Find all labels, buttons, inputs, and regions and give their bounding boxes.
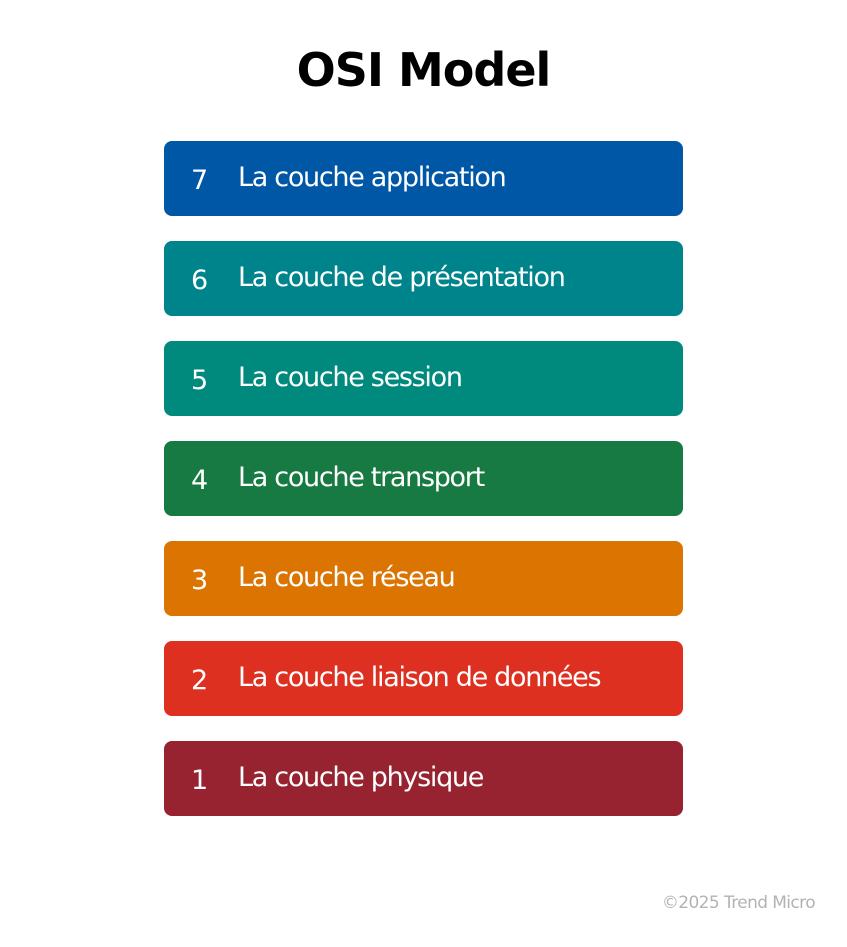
layer-label: La couche réseau (238, 562, 456, 593)
layer-number: 4 (191, 465, 209, 496)
layer-number: 3 (191, 565, 209, 596)
layer-3-network: 3 La couche réseau (164, 541, 683, 616)
layer-label: La couche physique (238, 762, 484, 793)
layer-label: La couche application (238, 162, 507, 193)
layer-number: 6 (191, 265, 209, 296)
layer-1-physical: 1 La couche physique (164, 741, 683, 816)
layer-number: 7 (191, 165, 209, 196)
layer-label: La couche de présentation (238, 262, 566, 293)
osi-layer-stack: 7 La couche application 6 La couche de p… (164, 141, 683, 841)
layer-number: 5 (191, 365, 209, 396)
layer-6-presentation: 6 La couche de présentation (164, 241, 683, 316)
layer-label: La couche liaison de données (238, 662, 602, 693)
layer-number: 2 (191, 665, 209, 696)
layer-4-transport: 4 La couche transport (164, 441, 683, 516)
copyright-footer: ©2025 Trend Micro (661, 893, 816, 913)
layer-7-application: 7 La couche application (164, 141, 683, 216)
diagram-title: OSI Model (296, 43, 552, 97)
layer-number: 1 (191, 765, 209, 796)
layer-5-session: 5 La couche session (164, 341, 683, 416)
layer-2-data-link: 2 La couche liaison de données (164, 641, 683, 716)
layer-label: La couche transport (238, 462, 485, 493)
layer-label: La couche session (238, 362, 463, 393)
